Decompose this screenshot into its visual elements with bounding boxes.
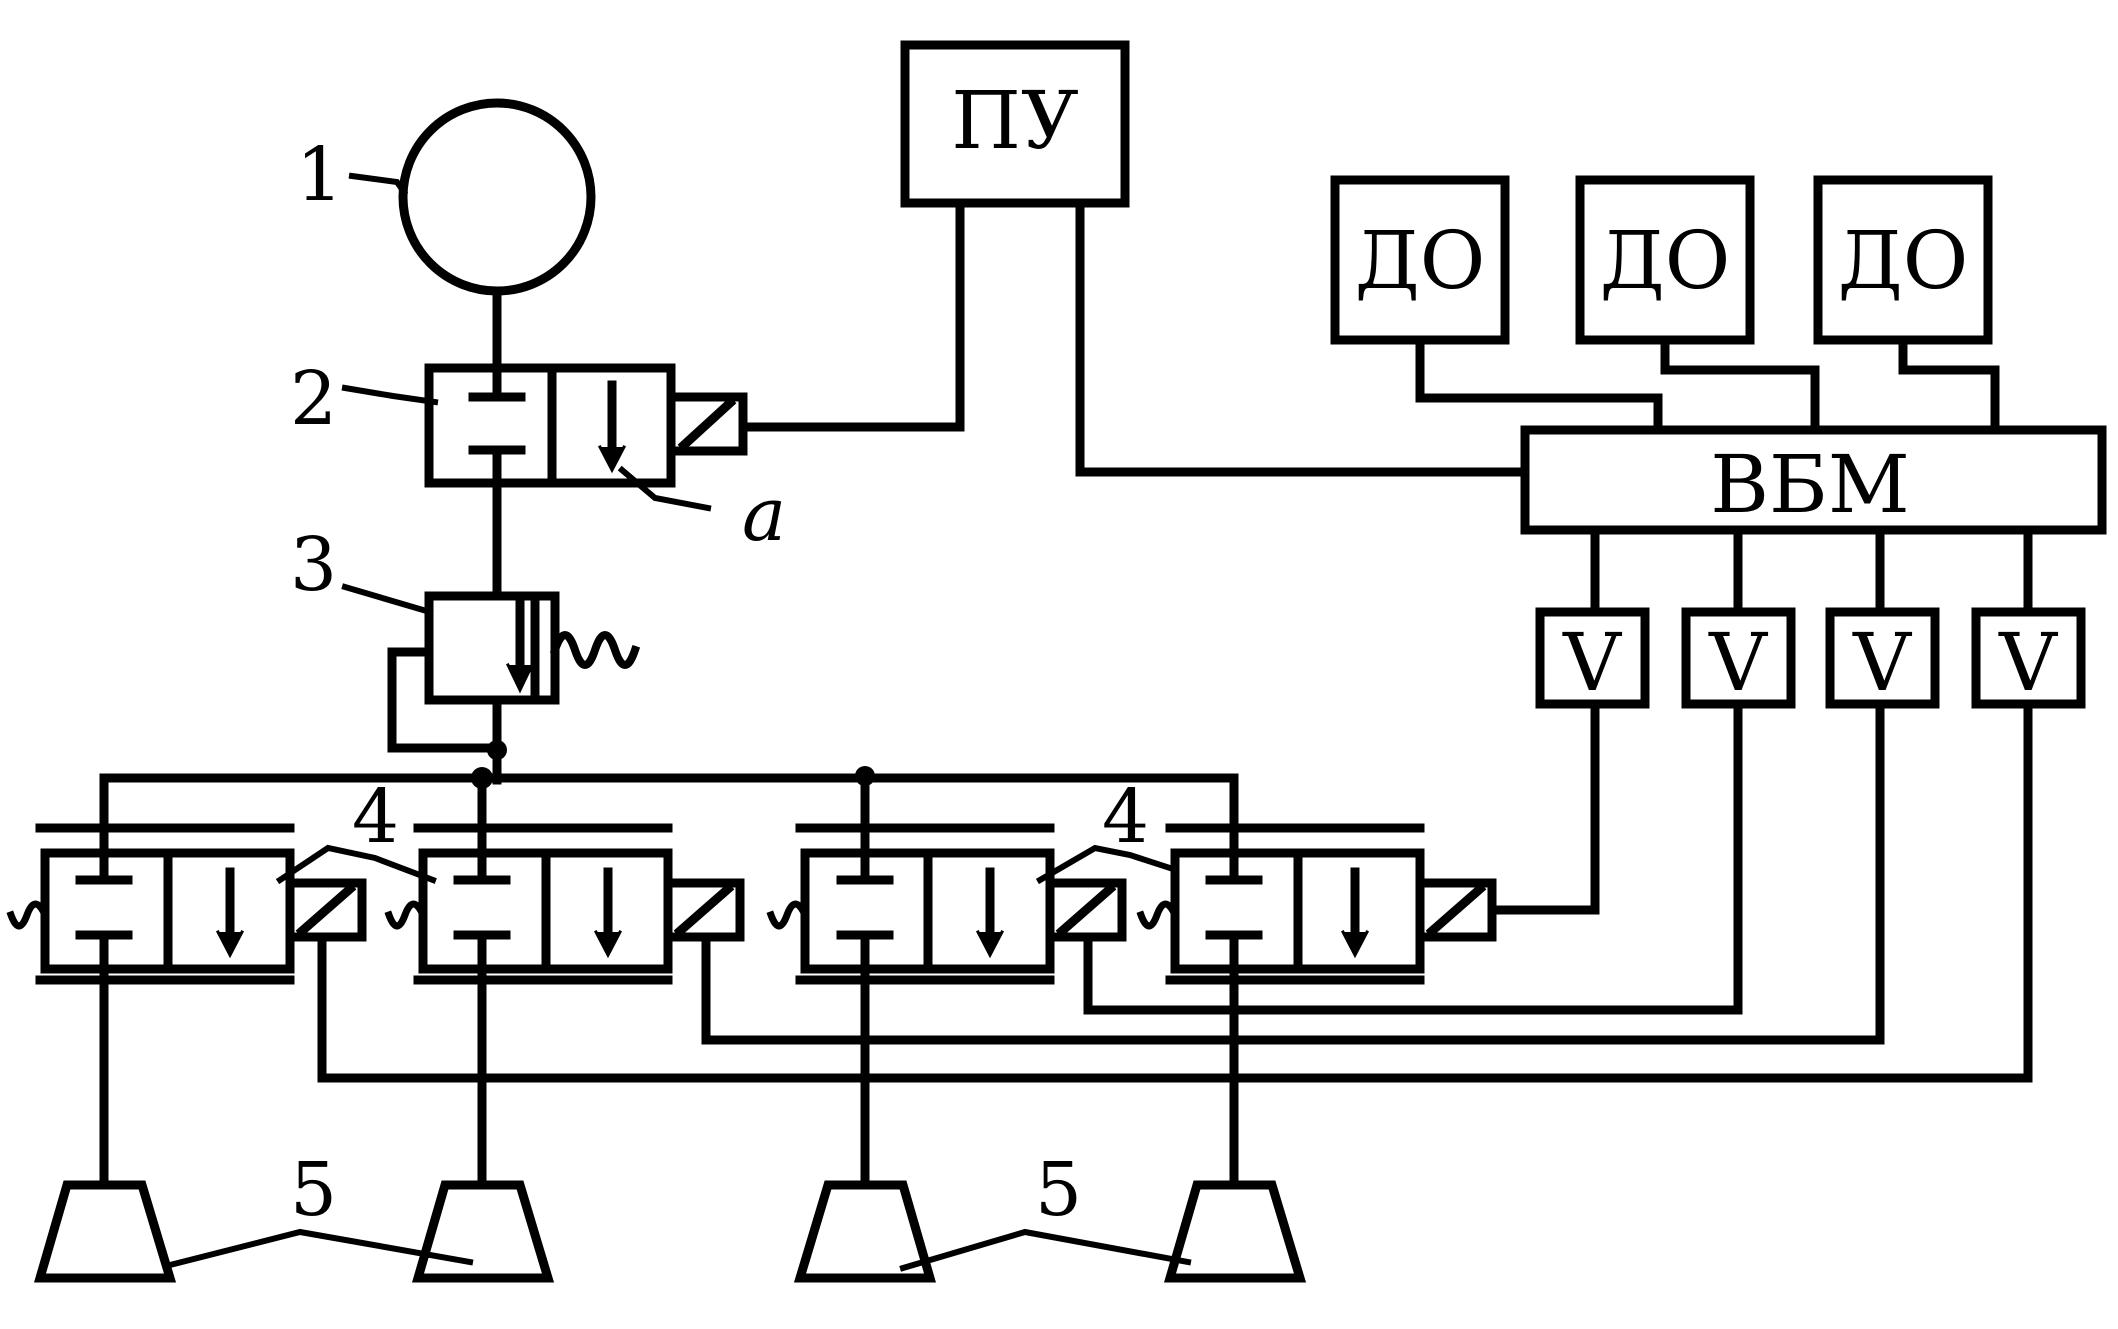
actuator	[793, 1180, 936, 1283]
leader-line	[617, 465, 712, 512]
junction-node	[487, 740, 507, 760]
control-wire	[1083, 699, 1743, 1015]
leader-line	[899, 1228, 1192, 1272]
leader-line	[341, 583, 434, 616]
leader-line	[341, 384, 439, 406]
main-valve	[424, 363, 748, 488]
leader-line	[275, 844, 437, 885]
control-wire	[317, 699, 2033, 1083]
leader-line	[348, 172, 409, 197]
vbm-block	[1520, 425, 2107, 535]
callout-5-right: 5	[1035, 1147, 1082, 1233]
pu-to-valve-line	[738, 198, 965, 432]
distribution-valve	[6, 823, 367, 985]
callout-3: 3	[290, 522, 337, 608]
control-panel-label: ПУ	[951, 74, 1079, 167]
callout-2: 2	[290, 356, 337, 442]
amplifier-symbol: V	[1562, 616, 1622, 709]
sensor-line	[1415, 335, 1663, 435]
receiver	[398, 98, 596, 296]
leader-line	[1035, 844, 1174, 885]
pressure-reducer	[387, 591, 641, 753]
amplifier-symbol: V	[1852, 616, 1912, 709]
callout-4-right: 4	[1102, 774, 1149, 860]
actuator	[412, 1180, 555, 1283]
sensor-label: ДО	[1838, 214, 1969, 307]
callout-5-left: 5	[290, 1147, 337, 1233]
sensor-label: ДО	[1600, 214, 1731, 307]
distribution-valve	[766, 823, 1127, 985]
sensor-label: ДО	[1355, 214, 1486, 307]
leader-line	[166, 1228, 474, 1269]
callout-1: 1	[296, 132, 343, 218]
control-panel-block	[900, 40, 1130, 208]
sensor-line	[1660, 335, 1820, 435]
actuator	[34, 1180, 177, 1283]
callout-4-left: 4	[352, 774, 399, 860]
actuator	[1164, 1180, 1307, 1283]
sensor-line	[1898, 335, 2000, 435]
pu-to-vbm-line	[1075, 198, 1530, 477]
distribution-valve	[1136, 823, 1497, 985]
callout-a: a	[742, 472, 786, 558]
control-wire	[701, 699, 1885, 1045]
amplifier-symbol: V	[1998, 616, 2058, 709]
amplifier-symbol: V	[1708, 616, 1768, 709]
distribution-valve	[384, 823, 745, 985]
vbm-label: ВБМ	[1710, 438, 1910, 531]
control-wire	[1487, 699, 1600, 915]
